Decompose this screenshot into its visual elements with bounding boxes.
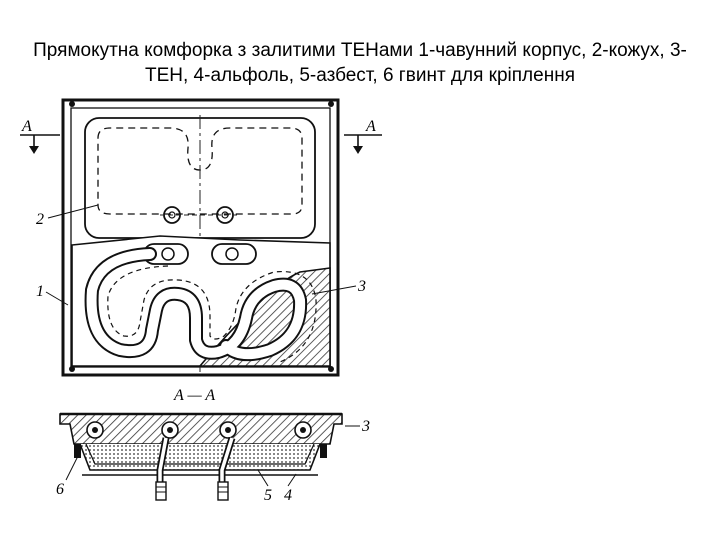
plan-view: A A 2 1 3	[20, 98, 382, 377]
section-mark-right: A	[365, 118, 376, 135]
section-plate	[59, 413, 343, 445]
callout-foil: 4	[284, 487, 292, 504]
callout-cover: 2	[36, 211, 44, 228]
callout-section-heater: 3	[361, 418, 370, 435]
callout-screw: 6	[56, 481, 64, 498]
heater-tube-inner	[86, 249, 306, 360]
slide-caption: Прямокутна комфорка з залитими ТЕНами 1-…	[33, 40, 687, 86]
cover-heater-contour	[97, 127, 303, 215]
callout-asbestos: 5	[264, 487, 272, 504]
section-mark-left: A	[21, 118, 32, 135]
heater-path-dashed	[107, 265, 317, 363]
insulation-tray	[79, 443, 321, 471]
section-view: A — A 3 6	[56, 387, 370, 504]
callout-casing: 1	[36, 283, 44, 300]
callout-heater: 3	[357, 278, 366, 295]
section-title: A — A	[173, 387, 215, 404]
casing-outline	[61, 98, 340, 377]
